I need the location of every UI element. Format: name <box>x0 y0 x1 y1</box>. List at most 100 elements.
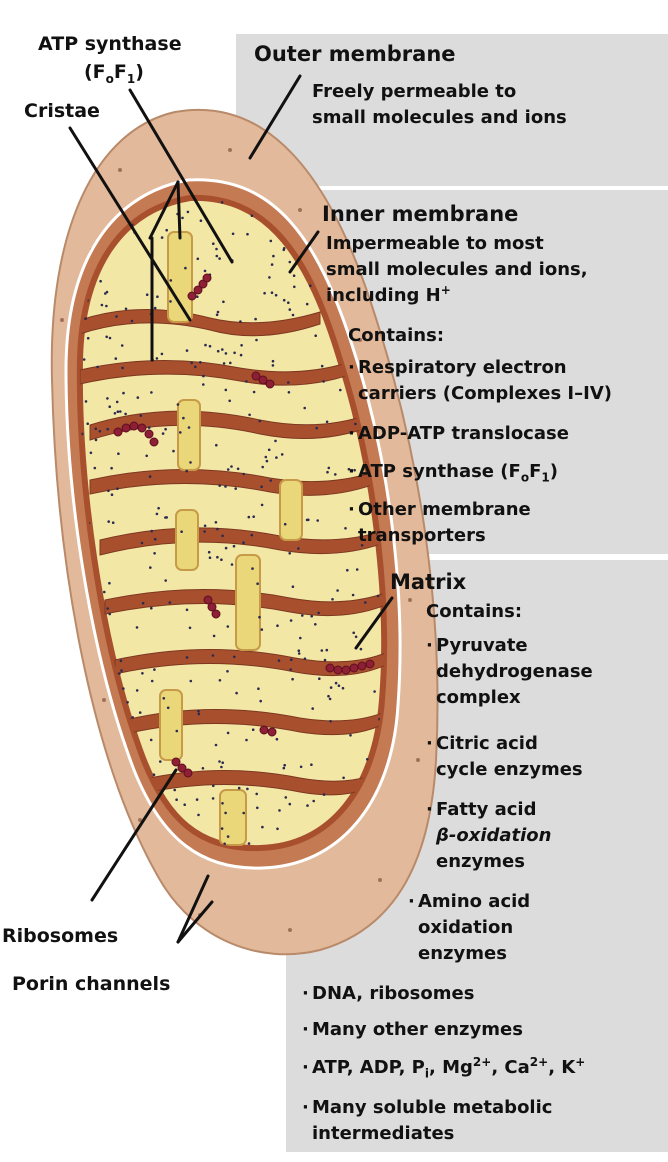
matrix-dot <box>297 547 300 550</box>
matrix-dot <box>276 624 279 627</box>
matrix-dot <box>106 607 109 610</box>
matrix-dot <box>342 776 345 780</box>
matrix-dot <box>247 842 251 845</box>
inner-item-0-text-0: Respiratory electron <box>358 357 567 378</box>
matrix-dot <box>155 512 159 516</box>
matrix-dot <box>258 615 261 619</box>
matrix-dot <box>307 518 310 522</box>
matrix-dot <box>317 611 321 615</box>
matrix-dot <box>162 697 166 700</box>
matrix-dot <box>84 400 88 403</box>
matrix-dot <box>245 738 248 742</box>
matrix-dot <box>255 338 258 342</box>
matrix-dot <box>81 690 84 693</box>
matrix-dot <box>380 314 384 317</box>
matrix-dot <box>215 313 219 317</box>
matrix-dot <box>278 809 281 812</box>
formula-one-sub: 1 <box>126 71 136 86</box>
matrix-dot <box>104 292 107 295</box>
matrix-dot <box>334 473 337 476</box>
inner-atp-one-sub: 1 <box>541 470 550 485</box>
matrix-dot <box>283 763 287 767</box>
matrix-dot <box>186 210 190 214</box>
inner-item-2-line-1: transporters <box>358 525 486 546</box>
matrix-dot <box>155 357 159 360</box>
matrix-dot <box>247 515 251 519</box>
matrix-dot <box>189 679 193 683</box>
matrix-item-3-line-1: oxidation <box>418 917 514 938</box>
ions-i-sub: i <box>424 1066 429 1081</box>
matrix-dot <box>150 679 154 683</box>
matrix-dot <box>214 743 218 747</box>
matrix-dot <box>97 773 100 776</box>
matrix-dot <box>260 485 263 489</box>
matrix-dot <box>216 349 220 353</box>
inner-membrane-desc-1: Impermeable to most <box>326 233 544 254</box>
inner-item-2-line-0: ·Other membrane <box>348 499 531 520</box>
matrix-dot <box>160 236 164 239</box>
matrix-dot <box>276 827 279 831</box>
matrix-dot <box>236 467 240 471</box>
matrix-dot <box>218 257 221 260</box>
matrix-dot <box>261 825 264 829</box>
matrix-dot <box>274 439 277 443</box>
porin-speckle <box>228 148 232 152</box>
matrix-dot <box>94 427 98 431</box>
ions-atp-adp-p: ATP, ADP, P <box>312 1057 425 1078</box>
porin-speckle <box>298 208 302 212</box>
matrix-dot <box>297 652 301 655</box>
matrix-dot <box>271 359 275 363</box>
matrix-dot <box>113 412 117 415</box>
matrix-dot <box>196 295 199 299</box>
matrix-dot <box>376 594 380 598</box>
matrix-item-0-line-2: complex <box>436 687 521 708</box>
matrix-item-5-line-0: ·Many other enzymes <box>302 1019 523 1040</box>
matrix-dot <box>329 720 332 723</box>
matrix-dot <box>222 362 226 365</box>
matrix-dot <box>107 489 110 493</box>
matrix-dot <box>239 353 243 357</box>
matrix-dot <box>103 590 106 594</box>
matrix-dot <box>169 300 172 303</box>
matrix-dot <box>288 260 292 264</box>
matrix-dot <box>355 568 359 571</box>
matrix-dot <box>220 558 223 561</box>
porin-speckle <box>118 168 122 172</box>
matrix-dot <box>86 336 90 340</box>
matrix-item-6-line-1: intermediates <box>312 1123 455 1144</box>
matrix-dot <box>98 429 102 433</box>
matrix-dot <box>326 470 329 474</box>
matrix-item-3-line-2: enzymes <box>418 943 507 964</box>
matrix-dot <box>214 521 218 524</box>
matrix-dot <box>185 656 189 659</box>
matrix-dot <box>169 279 173 282</box>
matrix-dot <box>252 515 255 518</box>
matrix-dot <box>255 806 259 810</box>
matrix-dot <box>314 623 317 626</box>
matrix-item-1-line-0: ·Citric acid <box>426 733 538 754</box>
matrix-dot <box>147 426 151 429</box>
matrix-dot <box>268 276 271 279</box>
matrix-dot <box>246 787 249 791</box>
matrix-dot <box>366 758 369 761</box>
matrix-dot <box>288 802 292 806</box>
matrix-dot <box>349 734 352 737</box>
matrix-dot <box>251 567 254 570</box>
leader-lines <box>68 74 394 944</box>
matrix-dot <box>105 304 108 308</box>
matrix-dot <box>303 406 307 410</box>
matrix-dot <box>150 529 153 533</box>
matrix-dot <box>148 475 152 478</box>
matrix-dot <box>196 257 200 261</box>
matrix-dot <box>230 465 233 468</box>
matrix-dot <box>282 247 286 250</box>
matrix-dot <box>316 519 320 522</box>
matrix-dot <box>323 658 327 662</box>
matrix-dot <box>207 550 211 554</box>
matrix-dot <box>145 454 148 458</box>
matrix-dot <box>221 802 224 805</box>
matrix-dot <box>82 358 86 361</box>
matrix-dot <box>261 465 265 469</box>
matrix-dot <box>149 738 153 742</box>
matrix-dot <box>181 216 184 220</box>
